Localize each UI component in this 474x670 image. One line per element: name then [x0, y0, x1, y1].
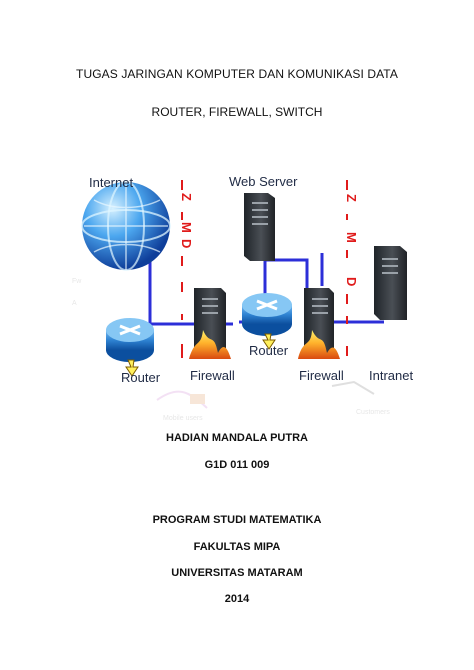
- web-server-icon: Web Server: [229, 174, 298, 261]
- student-id: G1D 011 009: [204, 459, 270, 471]
- faculty-name: FAKULTAS MIPA: [193, 541, 281, 553]
- router-center-label: Router: [249, 343, 289, 358]
- dmz-right-letter-3: Z: [344, 194, 359, 202]
- svg-text:Mobile users: Mobile users: [163, 415, 203, 420]
- router-left-label: Router: [121, 370, 161, 385]
- document-year: 2014: [224, 593, 250, 605]
- svg-text:Customers: Customers: [356, 409, 390, 416]
- dmz-right-letter-1: D: [344, 277, 359, 286]
- dmz-right-letter-2: M: [344, 232, 359, 243]
- document-subtitle: ROUTER, FIREWALL, SWITCH: [151, 105, 323, 119]
- internet-label: Internet: [89, 175, 133, 190]
- svg-text:A: A: [72, 300, 77, 307]
- firewall-left-label: Firewall: [190, 368, 235, 383]
- network-diagram: Fw A Mobile users Customers D M: [72, 174, 413, 420]
- dmz-right-marker: D M Z: [344, 180, 359, 356]
- intranet-label: Intranet: [369, 368, 413, 383]
- internet-icon: Internet: [81, 175, 171, 271]
- web-server-label: Web Server: [229, 174, 298, 189]
- author-name: HADIAN MANDALA PUTRA: [166, 432, 308, 444]
- router-center-icon: Router: [242, 293, 292, 358]
- firewall-right-label: Firewall: [299, 368, 344, 383]
- firewall-left-icon: Firewall: [189, 288, 235, 383]
- faded-background-network: Fw A Mobile users Customers: [72, 278, 390, 420]
- router-left-icon: Router: [106, 318, 161, 385]
- firewall-right-icon: Firewall: [298, 288, 344, 383]
- dmz-left-letter-3: Z: [179, 193, 194, 201]
- intranet-server-icon: Intranet: [369, 246, 413, 383]
- study-program: PROGRAM STUDI MATEMATIKA: [152, 514, 322, 526]
- svg-text:Fw: Fw: [72, 278, 82, 285]
- document-title: TUGAS JARINGAN KOMPUTER DAN KOMUNIKASI D…: [76, 67, 398, 81]
- dmz-left-marker: D M Z: [179, 180, 194, 358]
- university-name: UNIVERSITAS MATARAM: [171, 567, 303, 579]
- dmz-left-letter-1: D: [179, 239, 194, 248]
- dmz-left-letter-2: M: [179, 222, 194, 233]
